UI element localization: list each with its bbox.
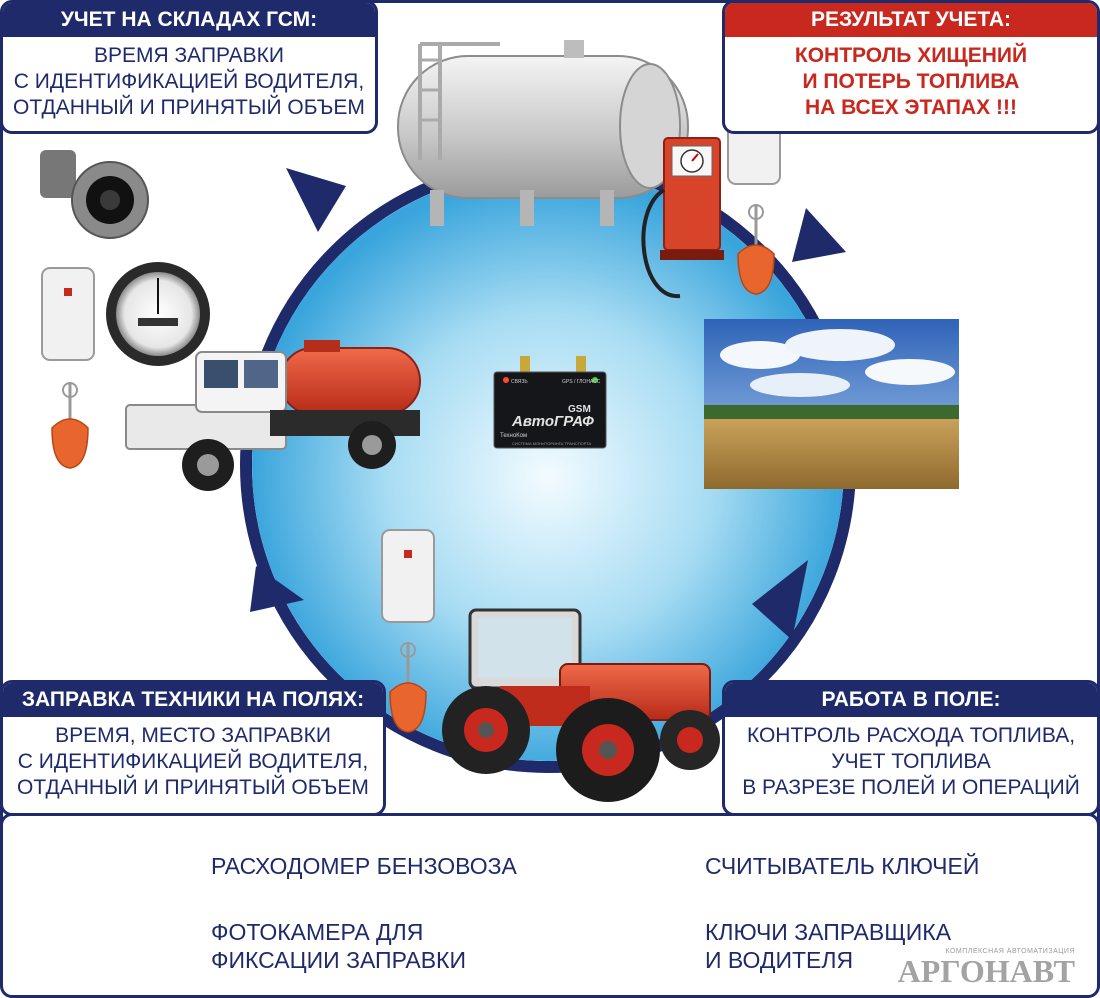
arrow-head-top-left [286, 168, 346, 232]
arrow-head-bottom-left [250, 566, 304, 612]
legend-flowmeter-label: РАСХОДОМЕР БЕНЗОВОЗА [211, 853, 517, 879]
field-work-box-title: РАБОТА В ПОЛЕ: [725, 683, 1097, 717]
arrow-head-bottom-right [752, 560, 808, 640]
field-refuel-box: ЗАПРАВКА ТЕХНИКИ НА ПОЛЯХ: ВРЕМЯ, МЕСТО … [0, 680, 386, 816]
key-reader-truck [41, 267, 95, 361]
result-box: РЕЗУЛЬТАТ УЧЕТА: КОНТРОЛЬ ХИЩЕНИЙ И ПОТЕ… [722, 0, 1100, 134]
device-gsm-label: GSM [568, 404, 591, 415]
rfid-key-field [389, 642, 427, 733]
result-box-body: КОНТРОЛЬ ХИЩЕНИЙ И ПОТЕРЬ ТОПЛИВА НА ВСЕ… [725, 37, 1097, 121]
warehouse-line-3: ОТДАННЫЙ И ПРИНЯТЫЙ ОБЪЕМ [13, 96, 365, 119]
result-line-1: КОНТРОЛЬ ХИЩЕНИЙ [794, 44, 1028, 67]
fuel-truck [125, 340, 421, 491]
wheat-field-photo [704, 319, 959, 489]
result-box-title: РЕЗУЛЬТАТ УЧЕТА: [725, 3, 1097, 37]
field-work-line-2: УЧЕТ ТОПЛИВА [831, 750, 991, 773]
warehouse-box: УЧЕТ НА СКЛАДАХ ГСМ: ВРЕМЯ ЗАПРАВКИ С ИД… [0, 0, 378, 134]
device-caption-label: СИСТЕМА МОНИТОРИНГА ТРАНСПОРТА [512, 441, 592, 446]
field-refuel-line-2: С ИДЕНТИФИКАЦИЕЙ ВОДИТЕЛЯ, [17, 750, 369, 773]
rfid-key-truck [51, 382, 89, 469]
field-work-line-1: КОНТРОЛЬ РАСХОДА ТОПЛИВА, [746, 724, 1076, 747]
key-reader-field [381, 529, 435, 623]
device-brand-label: АвтоГРАФ [511, 413, 594, 430]
avtograf-tracker-device: СВЯЗЬ GPS / ГЛОНАСС GSM АвтоГРАФ ТехноКо… [493, 356, 607, 449]
warehouse-box-title: УЧЕТ НА СКЛАДАХ ГСМ: [3, 3, 375, 37]
device-led-left-label: СВЯЗЬ [511, 379, 528, 385]
logo-name: АРГОНАВТ [897, 953, 1075, 989]
field-refuel-line-1: ВРЕМЯ, МЕСТО ЗАПРАВКИ [55, 724, 331, 747]
legend-camera-line-2: ФИКСАЦИИ ЗАПРАВКИ [211, 947, 466, 973]
field-work-box-body: КОНТРОЛЬ РАСХОДА ТОПЛИВА, УЧЕТ ТОПЛИВА В… [725, 717, 1097, 801]
arrow-head-right [792, 208, 846, 262]
legend-camera-line-1: ФОТОКАМЕРА ДЛЯ [211, 919, 424, 945]
security-camera [40, 150, 149, 239]
field-refuel-line-3: ОТДАННЫЙ И ПРИНЯТЫЙ ОБЪЕМ [17, 776, 369, 799]
legend-keys-line-2: И ВОДИТЕЛЯ [705, 947, 854, 973]
legend-reader-label: СЧИТЫВАТЕЛЬ КЛЮЧЕЙ [705, 853, 980, 879]
rfid-key-tank [737, 204, 775, 295]
legend-keys-line-1: КЛЮЧИ ЗАПРАВЩИКА [705, 919, 952, 945]
logo-tagline: КОМПЛЕКСНАЯ АВТОМАТИЗАЦИЯ [945, 948, 1075, 955]
fuel-dispenser [641, 137, 724, 299]
warehouse-line-2: С ИДЕНТИФИКАЦИЕЙ ВОДИТЕЛЯ, [13, 70, 365, 93]
warehouse-box-body: ВРЕМЯ ЗАПРАВКИ С ИДЕНТИФИКАЦИЕЙ ВОДИТЕЛЯ… [3, 37, 375, 121]
field-refuel-box-body: ВРЕМЯ, МЕСТО ЗАПРАВКИ С ИДЕНТИФИКАЦИЕЙ В… [3, 717, 383, 801]
device-maker-label: ТехноКом [500, 433, 527, 439]
argonavt-logo: КОМПЛЕКСНАЯ АВТОМАТИЗАЦИЯ АРГОНАВТ [898, 948, 1075, 987]
flowmeter-gauge [106, 262, 210, 366]
tractor [442, 608, 720, 802]
legend-panel: РАСХОДОМЕР БЕНЗОВОЗА СЧИТЫВАТЕЛЬ КЛЮЧЕЙ … [0, 813, 1100, 998]
field-refuel-box-title: ЗАПРАВКА ТЕХНИКИ НА ПОЛЯХ: [3, 683, 383, 717]
field-work-box: РАБОТА В ПОЛЕ: КОНТРОЛЬ РАСХОДА ТОПЛИВА,… [722, 680, 1100, 816]
result-line-3: НА ВСЕХ ЭТАПАХ !!! [805, 96, 1017, 119]
device-led-right-label: GPS / ГЛОНАСС [562, 379, 601, 385]
legend-keys-label: КЛЮЧИ ЗАПРАВЩИКА И ВОДИТЕЛЯ [705, 918, 951, 974]
warehouse-line-1: ВРЕМЯ ЗАПРАВКИ [93, 44, 284, 67]
field-work-line-3: В РАЗРЕЗЕ ПОЛЕЙ И ОПЕРАЦИЙ [742, 776, 1080, 799]
result-line-2: И ПОТЕРЬ ТОПЛИВА [802, 70, 1020, 93]
legend-camera-label: ФОТОКАМЕРА ДЛЯ ФИКСАЦИИ ЗАПРАВКИ [211, 918, 466, 974]
